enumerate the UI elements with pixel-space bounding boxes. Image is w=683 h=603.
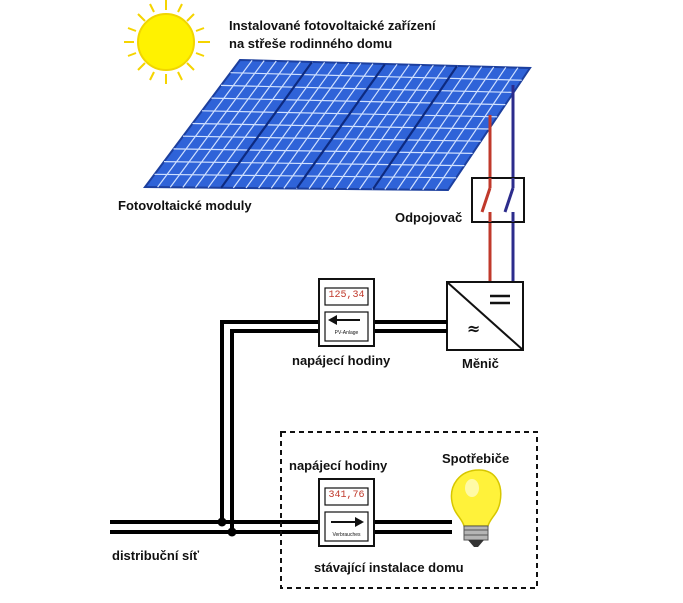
feed-meter-sublabel: PV-Anlage xyxy=(334,330,359,336)
feed-meter-label: napájecí hodiny xyxy=(292,353,391,368)
diagram-title-line1: Instalované fotovoltaické zařízení xyxy=(229,18,436,33)
disconnector-label: Odpojovač xyxy=(395,210,463,225)
diagram-title-line2: na střeše rodinného domu xyxy=(229,36,393,51)
house-meter-reading: 341,76 xyxy=(328,490,365,501)
dc-wires xyxy=(488,85,515,282)
sun-icon xyxy=(124,0,210,84)
junction-dot xyxy=(217,517,227,527)
junction-dot xyxy=(227,527,237,537)
house-meter-sublabel: Verbrauches xyxy=(332,532,361,538)
house-meter-label: napájecí hodiny xyxy=(289,458,388,473)
feed-meter xyxy=(318,278,375,347)
house-installation-label: stávající instalace domu xyxy=(314,560,464,575)
house-installation-boundary xyxy=(280,431,538,589)
svg-text:≈: ≈ xyxy=(467,319,480,338)
solar-panel-array xyxy=(143,58,532,192)
ac-wiring xyxy=(110,320,452,534)
appliances-label: Spotřebiče xyxy=(442,451,510,466)
modules-label: Fotovoltaické moduly xyxy=(118,198,252,213)
feed-meter-reading: 125,34 xyxy=(328,290,365,301)
disconnector-switch xyxy=(471,177,525,223)
house-meter xyxy=(318,478,375,547)
inverter-label: Měnič xyxy=(462,356,499,371)
grid-label: distribuční síť xyxy=(112,548,200,563)
inverter-box: ≈ xyxy=(446,281,524,351)
light-bulb-icon xyxy=(450,469,502,547)
